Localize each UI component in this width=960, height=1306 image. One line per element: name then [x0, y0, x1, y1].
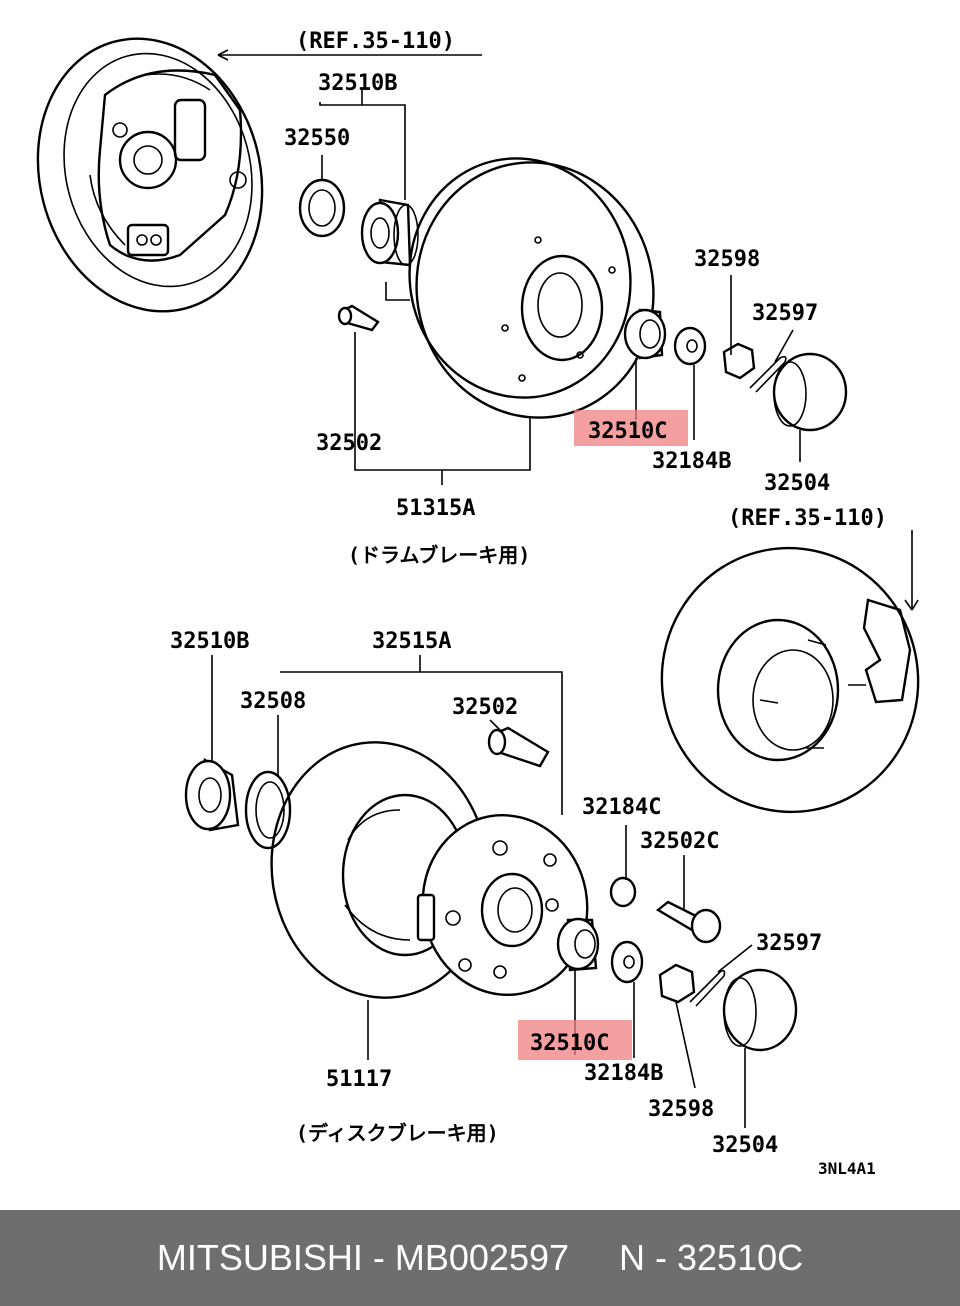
bearing-32510c-bottom: [556, 917, 600, 972]
label-32502c: 32502C: [640, 829, 719, 854]
washer-32184b-bottom: [610, 940, 644, 984]
label-ref-mid: (REF.35-110): [728, 506, 887, 531]
parts-diagram: (REF.35-110) 32510B 32550 32598 32597 32…: [36, 29, 920, 1178]
castle-nut-32598-bottom: [658, 963, 696, 1004]
backing-plate-illustration: [36, 37, 264, 313]
label-32504-top: 32504: [764, 471, 830, 496]
hub-cap-32504-bottom: [722, 968, 798, 1052]
label-32598-top: 32598: [694, 247, 760, 272]
label-ref-top: (REF.35-110): [296, 29, 455, 54]
caption-drum-brake: (ドラムブレーキ用): [348, 543, 530, 567]
oil-seal-32550: [298, 178, 346, 238]
label-51315a: 51315A: [396, 496, 475, 521]
label-32502-top: 32502: [316, 431, 382, 456]
stud-bolt-32502-bottom: [487, 726, 550, 768]
label-32510b-bottom: 32510B: [170, 629, 249, 654]
seal-32508: [244, 770, 292, 850]
hub-cap-32504-top: [772, 352, 848, 432]
hub-32515a: [416, 814, 589, 996]
label-32502-bottom: 32502: [452, 695, 518, 720]
highlight-32510c-top: [574, 410, 688, 446]
label-32597-bottom: 32597: [756, 931, 822, 956]
washer-32184b-top: [673, 326, 707, 366]
bearing-32510b-top: [360, 198, 419, 267]
bearing-32510b-bottom: [184, 757, 240, 832]
disc-rotor-illustration: [660, 546, 920, 814]
label-32184b-bottom: 32184B: [584, 1061, 663, 1086]
drawing-code: 3NL4A1: [818, 1159, 876, 1178]
label-32508: 32508: [240, 689, 306, 714]
label-32510b-top: 32510B: [318, 71, 397, 96]
label-32504-bottom: 32504: [712, 1133, 778, 1158]
label-32515a: 32515A: [372, 629, 451, 654]
cotter-pin-32597-top: [749, 355, 787, 393]
label-32597-top: 32597: [752, 301, 818, 326]
label-32184c: 32184C: [582, 795, 661, 820]
leader-lines-top: [217, 49, 801, 485]
washer-32184c: [609, 876, 637, 908]
castle-nut-32598-top: [722, 342, 756, 380]
footer-part-code: N - 32510C: [619, 1237, 804, 1278]
bolt-32502c: [655, 900, 722, 944]
label-32598-bottom: 32598: [648, 1097, 714, 1122]
label-32510c-top: 32510C: [588, 419, 667, 444]
label-32510c-bottom: 32510C: [530, 1031, 609, 1056]
caption-disc-brake: (ディスクブレーキ用): [296, 1121, 499, 1145]
brake-drum-51315a: [408, 157, 655, 419]
label-51117: 51117: [326, 1067, 392, 1092]
footer-bar: MITSUBISHI - MB002597 N - 32510C: [0, 1210, 960, 1306]
label-32184b-top: 32184B: [652, 449, 731, 474]
cotter-pin-32597-bottom: [689, 969, 726, 1007]
bearing-32510c-top: [623, 308, 667, 360]
highlight-32510c-bottom: [518, 1020, 632, 1060]
stud-bolt-32502-top: [337, 304, 380, 332]
footer-part-number: MITSUBISHI - MB002597: [156, 1237, 570, 1278]
label-32550: 32550: [284, 126, 350, 151]
leader-lines-bottom: [211, 530, 919, 1128]
